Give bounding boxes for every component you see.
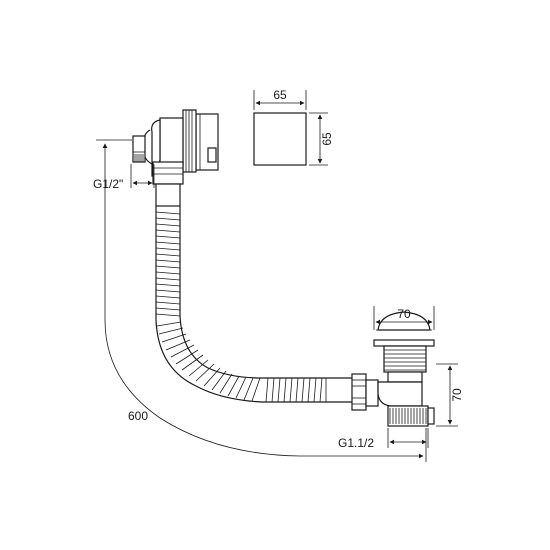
waste-plug [373, 311, 435, 427]
overflow-thread-dimension: G1/2" [93, 164, 155, 191]
overflow-width-label: 65 [273, 88, 287, 102]
hose-connection-nut [351, 373, 379, 411]
overflow-cover-plate [253, 112, 307, 166]
flexible-hose [155, 206, 356, 403]
waste-thread-dimension: G1.1/2 [338, 428, 429, 450]
overflow-height-label: 65 [320, 132, 334, 146]
waste-width-label: 70 [397, 307, 411, 321]
overflow-height-dimension: 65 [309, 112, 334, 166]
overflow-head [132, 109, 219, 207]
waste-height-dimension: 70 [436, 363, 464, 427]
hose-ribs [155, 211, 323, 403]
waste-height-label: 70 [450, 388, 464, 402]
overall-length-label: 600 [128, 409, 148, 423]
waste-thread-label: G1.1/2 [338, 436, 374, 450]
overflow-width-dimension: 65 [253, 88, 307, 110]
overall-length-dimension: 600 [96, 139, 427, 462]
overflow-thread-label: G1/2" [93, 177, 123, 191]
